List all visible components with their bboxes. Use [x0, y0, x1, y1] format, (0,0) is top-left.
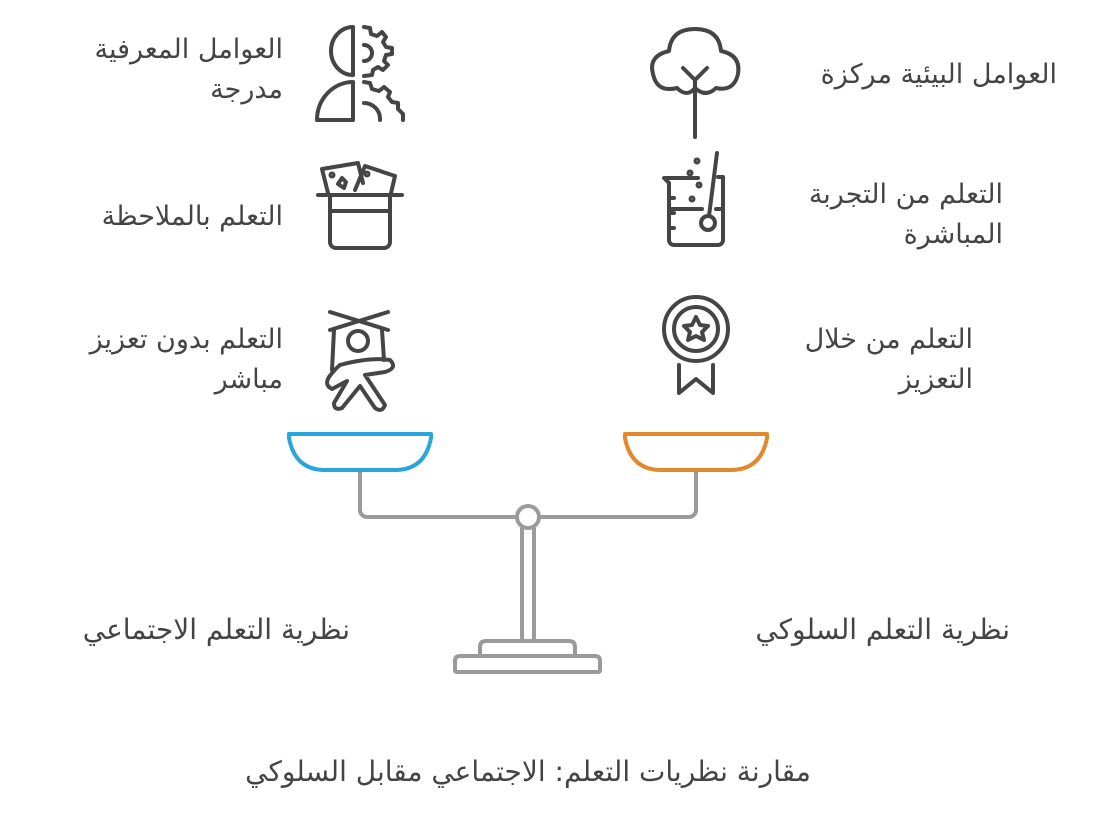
medal-icon: [662, 295, 730, 395]
label-line: التعلم بالملاحظة: [101, 201, 283, 232]
label-line: العوامل المعرفية: [94, 34, 284, 65]
beaker-icon: [662, 151, 725, 247]
label-line: التعلم بدون تعزيز: [89, 324, 283, 355]
beam: [358, 470, 698, 519]
label-line: التعزيز: [898, 364, 973, 395]
social-pan: [287, 432, 433, 472]
behavioral-theory-label: نظرية التعلم السلوكي: [755, 613, 1010, 646]
social-item-2-label: التعلم بالملاحظة: [102, 197, 283, 237]
behavioral-item-2-label: التعلم من التجربة المباشرة: [809, 175, 1003, 255]
label-line: المباشرة: [903, 219, 1003, 250]
brain-gear-icon: [315, 25, 405, 122]
balance-scale: [358, 470, 698, 674]
label-line: التعلم من التجربة: [808, 179, 1003, 210]
behavioral-pan: [623, 432, 769, 472]
magic-hat-cards-icon: [316, 161, 404, 250]
pivot: [515, 504, 541, 530]
behavioral-item-3-label: التعلم من خلال التعزيز: [805, 320, 973, 400]
label-line: مدرجة: [210, 74, 283, 105]
base: [453, 639, 602, 674]
label-line: التعلم من خلال: [804, 324, 973, 355]
pole: [520, 528, 536, 641]
social-item-3-label: التعلم بدون تعزيز مباشر: [90, 320, 283, 400]
label-line: العوامل البيئية مركزة: [820, 59, 1057, 90]
diagram-title: مقارنة نظريات التعلم: الاجتماعي مقابل ال…: [245, 755, 811, 788]
behavioral-item-1-label: العوامل البيئية مركزة: [821, 55, 1057, 95]
tree-icon: [650, 27, 741, 139]
label-line: مباشر: [214, 364, 283, 395]
person-crossed-icon: [325, 310, 396, 412]
social-item-1-label: العوامل المعرفية مدرجة: [95, 30, 284, 110]
social-theory-label: نظرية التعلم الاجتماعي: [82, 613, 350, 646]
